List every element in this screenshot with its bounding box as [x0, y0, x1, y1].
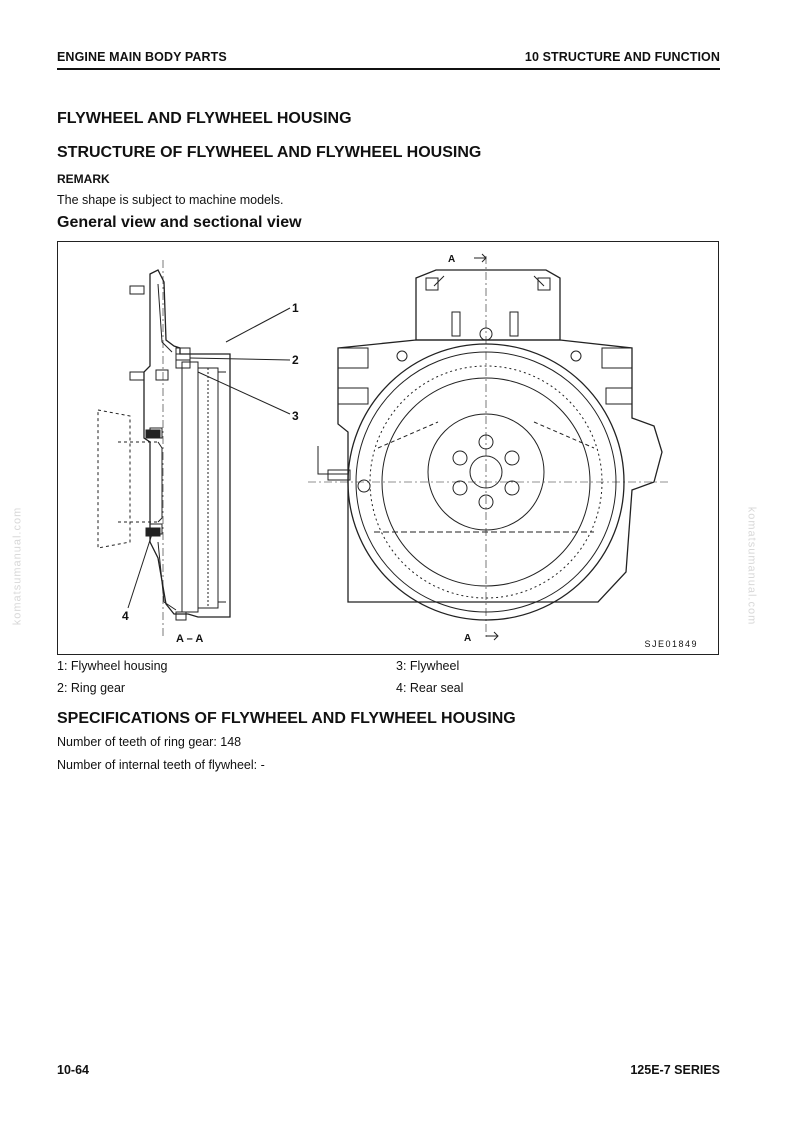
- view-heading: General view and sectional view: [57, 214, 302, 231]
- structure-heading: STRUCTURE OF FLYWHEEL AND FLYWHEEL HOUSI…: [57, 144, 482, 161]
- page-number: 10-64: [57, 1063, 89, 1077]
- section-label: A – A: [176, 633, 203, 645]
- callout-numbers: 1 2 3 4: [122, 301, 299, 623]
- remark-text: The shape is subject to machine models.: [57, 193, 284, 207]
- cut-mark-bottom: A: [464, 633, 471, 644]
- specs-heading: SPECIFICATIONS OF FLYWHEEL AND FLYWHEEL …: [57, 710, 516, 727]
- sectional-view: [97, 260, 291, 638]
- flywheel-drawing: 1 2 3 4 A – A: [97, 253, 668, 645]
- callout-2: 2: [292, 353, 299, 367]
- page-title: FLYWHEEL AND FLYWHEEL HOUSING: [57, 110, 352, 127]
- spec-line: Number of teeth of ring gear: 148: [57, 735, 242, 749]
- legend-item: 2: Ring gear: [57, 681, 126, 695]
- watermark-left: komatsumanual.com: [11, 506, 24, 626]
- header-rule: [57, 68, 720, 70]
- legend-item: 3: Flywheel: [396, 659, 460, 673]
- header-chapter: 10 STRUCTURE AND FUNCTION: [524, 50, 720, 64]
- spec-line: Number of internal teeth of flywheel: -: [57, 758, 265, 772]
- watermark-right: komatsumanual.com: [745, 506, 758, 626]
- remark-label: REMARK: [57, 172, 110, 186]
- legend-item: 4: Rear seal: [396, 681, 464, 695]
- header-section: ENGINE MAIN BODY PARTS: [57, 50, 227, 64]
- drawing-figure: 1 2 3 4 A – A: [57, 241, 719, 655]
- series-name: 125E-7 SERIES: [630, 1063, 720, 1077]
- callout-3: 3: [292, 409, 299, 423]
- legend-item: 1: Flywheel housing: [57, 659, 168, 673]
- figure-code: SJE01849: [644, 639, 698, 649]
- front-view: [308, 253, 668, 641]
- callout-1: 1: [292, 301, 299, 315]
- page-footer: 10-64 125E-7 SERIES: [57, 1063, 720, 1077]
- callout-4: 4: [122, 609, 129, 623]
- cut-mark-top: A: [448, 254, 455, 265]
- page-header: ENGINE MAIN BODY PARTS 10 STRUCTURE AND …: [57, 47, 720, 67]
